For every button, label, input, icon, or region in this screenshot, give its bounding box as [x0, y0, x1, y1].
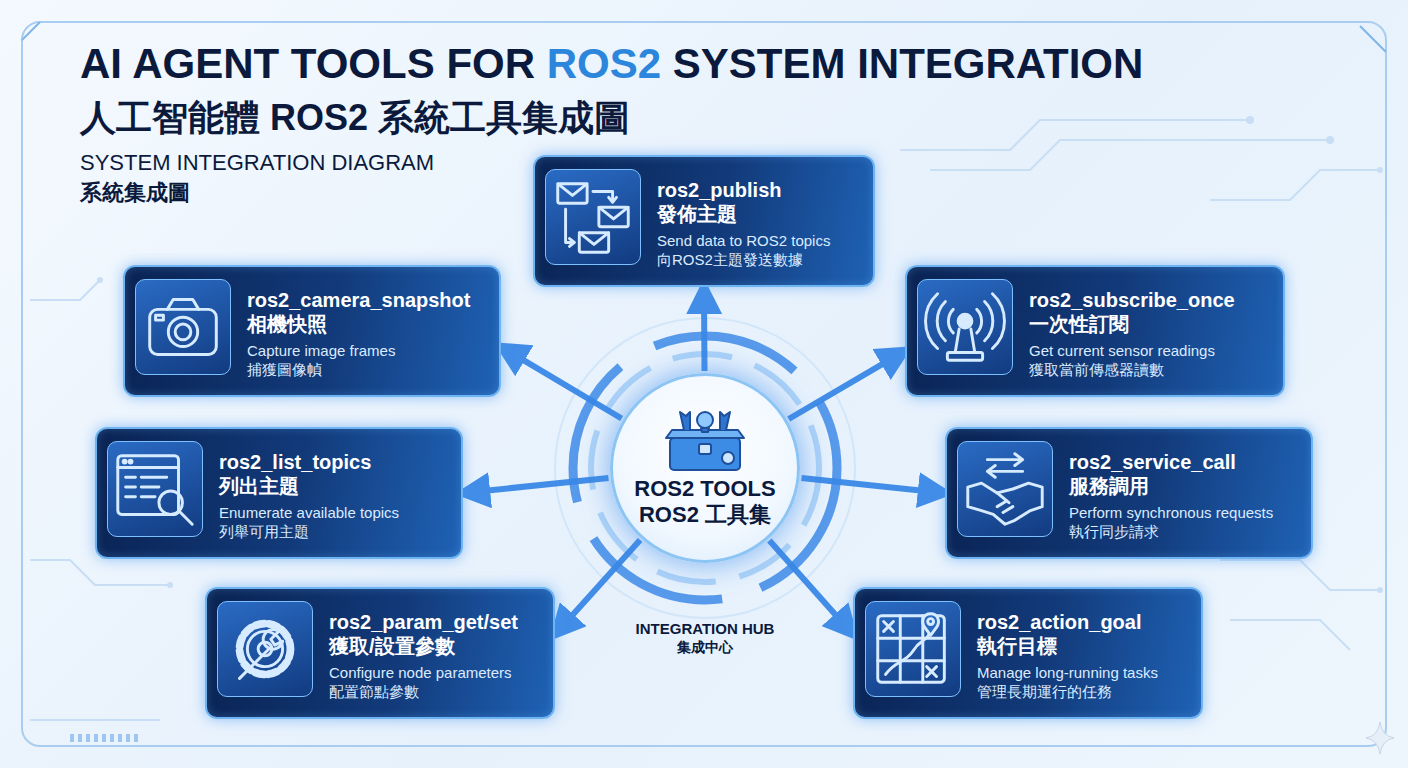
tool-description: Send data to ROS2 topics [657, 231, 830, 250]
tool-description-zh: 列舉可用主題 [219, 522, 399, 541]
tool-name-zh: 執行目標 [977, 634, 1158, 658]
tool-name: ros2_publish [657, 178, 830, 202]
tool-box: ros2_subscribe_once一次性訂閱 Get current sens… [905, 265, 1285, 397]
tool-icon [957, 441, 1053, 537]
tool-description: Perform synchronous requests [1069, 503, 1273, 522]
tool-text: ros2_param_get/set獲取/設置參數 Configure node … [329, 589, 518, 721]
tool-box: ros2_list_topics列出主題 Enumerate available … [95, 427, 463, 559]
tool-description-zh: 獲取當前傳感器讀數 [1029, 360, 1235, 379]
tool-icon-graphic [546, 170, 640, 264]
tool-description-zh: 配置節點參數 [329, 682, 518, 701]
hub-text: ROS2 TOOLS [634, 476, 775, 502]
tool-name-zh: 發佈主題 [657, 202, 830, 226]
tool-icon-graphic [918, 280, 1012, 374]
tool-text: ros2_list_topics列出主題 Enumerate available … [219, 429, 399, 561]
tool-name-zh: 相機快照 [247, 312, 470, 336]
tool-description: Manage long-running tasks [977, 663, 1158, 682]
tool-box: ros2_param_get/set獲取/設置參數 Configure node … [205, 587, 555, 719]
connector-arrow [802, 478, 938, 492]
connector-arrow [508, 351, 622, 419]
hub-circle: ROS2 TOOLSROS2 工具集 [610, 373, 800, 563]
hub-caption: INTEGRATION HUB [636, 620, 775, 638]
tool-icon [917, 279, 1013, 375]
tool-icon-graphic [108, 442, 202, 536]
connector-arrow [769, 541, 847, 629]
tool-text: ros2_camera_snapshot相機快照 Capture image fr… [247, 267, 470, 399]
diagram-title: AI AGENT TOOLS FOR ROS2 SYSTEM INTEGRATI… [80, 40, 1143, 88]
tool-icon [865, 601, 961, 697]
tool-name: ros2_camera_snapshot [247, 288, 470, 312]
tool-description-zh: 執行同步請求 [1069, 522, 1273, 541]
tool-description-zh: 捕獲圖像幀 [247, 360, 470, 379]
tool-icon-graphic [958, 442, 1052, 536]
tool-name-zh: 服務調用 [1069, 474, 1273, 498]
tool-icon [107, 441, 203, 537]
tool-name-zh: 一次性訂閱 [1029, 312, 1235, 336]
tool-box: ros2_publish發佈主題 Send data to ROS2 topics… [533, 155, 875, 287]
tool-name: ros2_param_get/set [329, 610, 518, 634]
subtitle: 人工智能體 ROS2 系統工具集成圖 [80, 96, 630, 139]
tool-text: ros2_publish發佈主題 Send data to ROS2 topics… [657, 157, 830, 289]
connector-arrow [471, 478, 609, 492]
tool-text: ros2_subscribe_once一次性訂閱 Get current sens… [1029, 267, 1235, 399]
tool-description: Capture image frames [247, 341, 470, 360]
tool-name: ros2_subscribe_once [1029, 288, 1235, 312]
tool-description: Enumerate available topics [219, 503, 399, 522]
connector-arrow [789, 355, 898, 419]
tool-box: ros2_service_call服務調用 Perform synchronous… [945, 427, 1313, 559]
tool-icon [217, 601, 313, 697]
tool-description: Get current sensor readings [1029, 341, 1235, 360]
tool-text: ros2_action_goal執行目標 Manage long-running … [977, 589, 1158, 721]
tool-name: ros2_service_call [1069, 450, 1273, 474]
connector-arrow [560, 540, 640, 629]
tool-box: ros2_action_goal執行目標 Manage long-running … [853, 587, 1203, 719]
toolbox-icon [664, 408, 746, 474]
tool-description-zh: 管理長期運行的任務 [977, 682, 1158, 701]
tool-description: Configure node parameters [329, 663, 518, 682]
tool-name: ros2_list_topics [219, 450, 399, 474]
tool-icon-graphic [136, 280, 230, 374]
tool-name-zh: 獲取/設置參數 [329, 634, 518, 658]
tool-text: ros2_service_call服務調用 Perform synchronous… [1069, 429, 1273, 561]
section-heading: SYSTEM INTEGRATION DIAGRAM [80, 150, 434, 176]
hub-caption: 集成中心 [677, 639, 733, 656]
tool-icon [545, 169, 641, 265]
connector-arrow [701, 295, 708, 371]
tool-icon [135, 279, 231, 375]
section-heading: 系統集成圖 [80, 180, 190, 206]
tool-icon-graphic [218, 602, 312, 696]
hub-text: ROS2 工具集 [639, 502, 771, 528]
tool-name: ros2_action_goal [977, 610, 1158, 634]
tool-box: ros2_camera_snapshot相機快照 Capture image fr… [123, 265, 501, 397]
tool-description-zh: 向ROS2主題發送數據 [657, 250, 830, 269]
tool-name-zh: 列出主題 [219, 474, 399, 498]
tool-icon-graphic [866, 602, 960, 696]
